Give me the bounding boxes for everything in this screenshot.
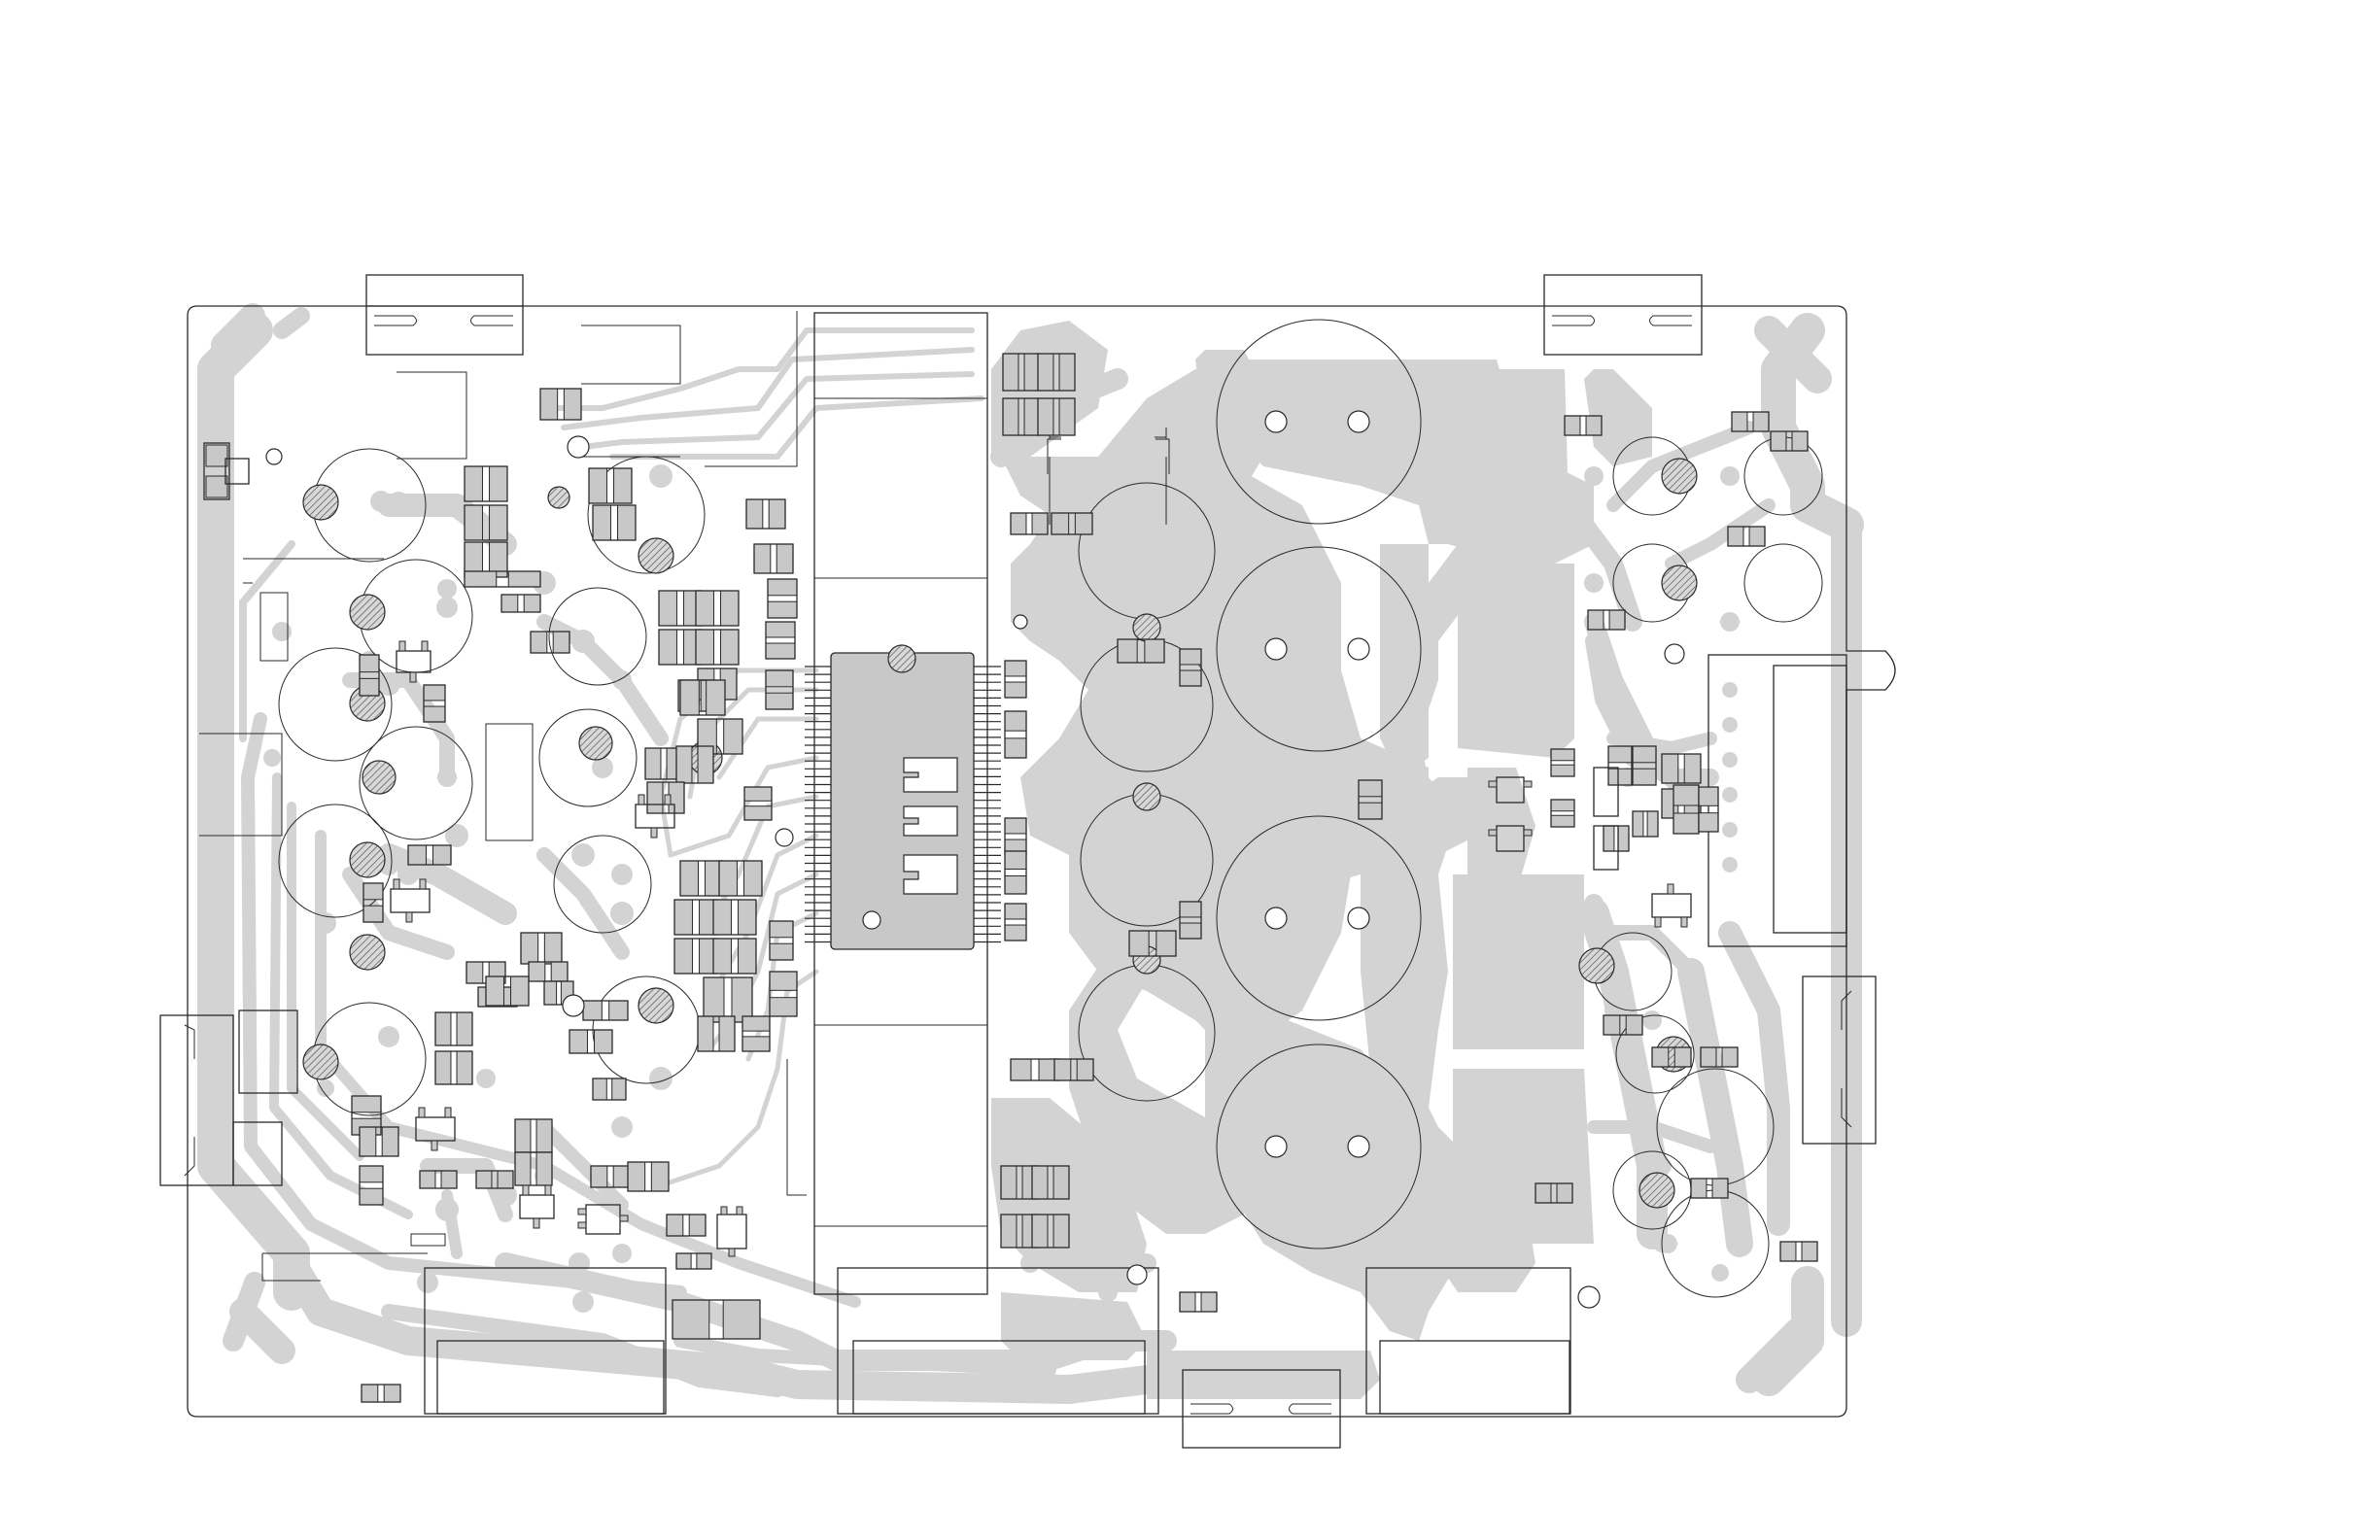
smd-part [628, 1162, 669, 1191]
smd-part [515, 1119, 552, 1152]
smd-part [501, 595, 540, 612]
smd-part [589, 468, 632, 503]
smd-part [465, 466, 507, 501]
smd-part [1005, 851, 1026, 894]
smd-part [593, 505, 636, 540]
smd-part [1180, 1292, 1217, 1312]
smd-part [674, 900, 717, 935]
smd-part [1551, 800, 1574, 827]
smd-part [1608, 746, 1632, 785]
smd-part [1005, 904, 1026, 941]
smd-part [1565, 416, 1602, 435]
smd-part [713, 900, 756, 935]
smd-part [1005, 711, 1026, 758]
smd-part [696, 591, 739, 626]
smd-part [521, 933, 562, 964]
smd-part [1728, 527, 1765, 546]
smd-part [1005, 661, 1026, 698]
right-vertical-connector [1708, 655, 1846, 946]
smd-part [540, 389, 581, 420]
smd-part [1588, 610, 1625, 630]
main-amplifier-ic [805, 313, 1001, 1294]
smd-part [667, 1215, 706, 1236]
smd-part [569, 1030, 612, 1053]
smd-part [768, 579, 797, 618]
smd-part [1780, 1242, 1817, 1261]
smd-part [362, 1385, 400, 1402]
smd-part [754, 544, 793, 573]
smd-part [435, 1051, 472, 1084]
smd-part [1011, 513, 1048, 534]
smd-part [1604, 826, 1629, 851]
smd-part [435, 1012, 472, 1045]
smd-part [1551, 749, 1574, 776]
smd-part [1691, 1179, 1728, 1198]
smd-part [696, 630, 739, 665]
top-left-connector [366, 275, 523, 355]
smd-part [766, 622, 795, 659]
smd-part [529, 962, 568, 981]
smd-part [1633, 811, 1658, 837]
smd-part [360, 1166, 383, 1205]
smd-part [770, 972, 797, 1016]
smd-part [704, 977, 752, 1022]
smd-part [674, 939, 717, 974]
smd-part [1005, 818, 1026, 855]
smd-part [531, 632, 569, 653]
ic-pins-left [805, 667, 831, 942]
smd-part [770, 921, 793, 960]
smd-part [1011, 1059, 1059, 1080]
smd-part [583, 1001, 628, 1020]
smd-part [680, 861, 723, 896]
top-right-connector [1544, 275, 1702, 355]
smd-part [593, 1078, 626, 1100]
smd-part [676, 1253, 711, 1269]
smd-part [746, 499, 785, 529]
